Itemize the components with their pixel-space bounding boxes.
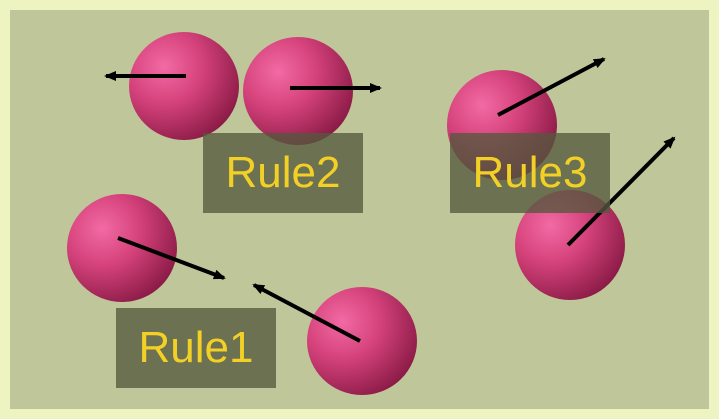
rule2-label: Rule2	[203, 133, 363, 213]
rule2-ball-left	[129, 32, 239, 140]
rule1-group	[67, 194, 417, 395]
rule3-arrow-bottom	[566, 136, 676, 247]
rule2-group	[104, 32, 382, 145]
rule1-ball-left	[67, 194, 177, 302]
rule1-label: Rule1	[116, 308, 276, 388]
rule2-ball-right	[243, 37, 353, 145]
rule1-arrow-right	[252, 283, 361, 343]
rule3-arrow-top	[497, 57, 606, 117]
rule1-ball-right	[307, 287, 417, 395]
rule1-arrow-left	[117, 236, 226, 280]
rule3-label: Rule3	[450, 133, 610, 213]
